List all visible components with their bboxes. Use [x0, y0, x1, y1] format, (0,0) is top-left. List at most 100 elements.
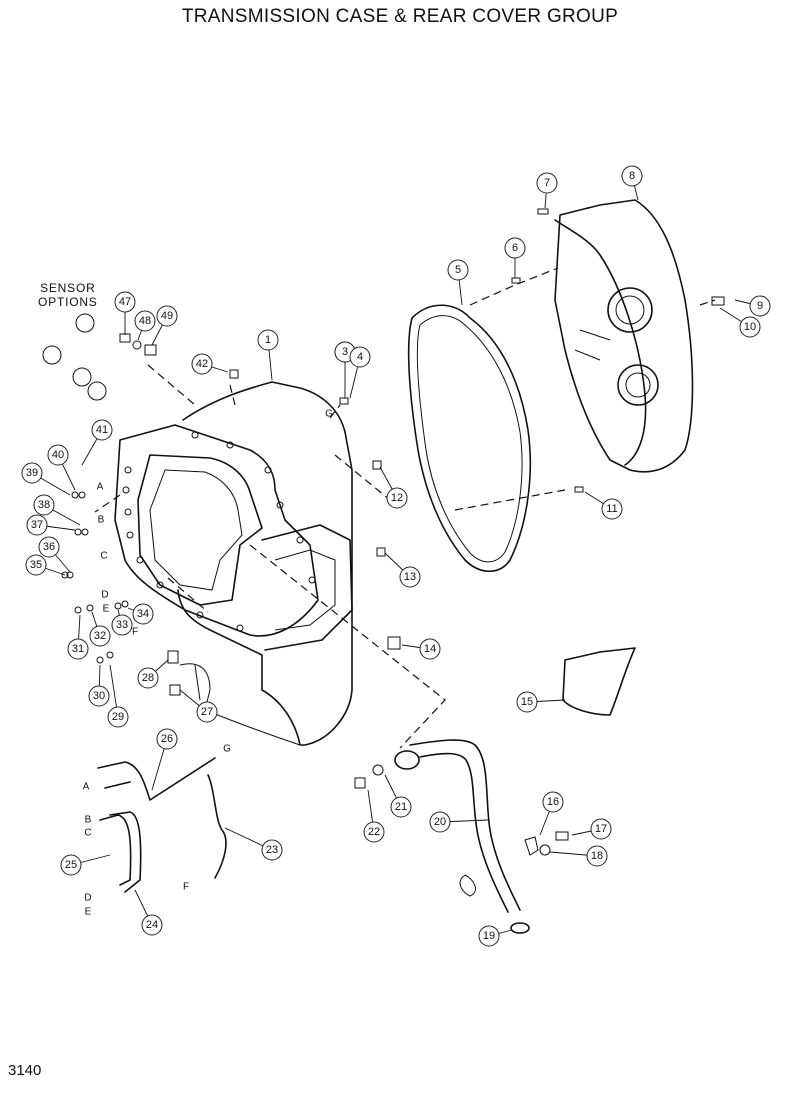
sensor-label-line-2: OPTIONS	[38, 295, 98, 309]
lube-tubes	[97, 757, 227, 893]
sensor-options-label: SENSOR OPTIONS	[38, 281, 98, 309]
callout-number-40: 40	[52, 449, 64, 461]
callout-circle-8	[621, 165, 643, 187]
port-letter-g-2: G	[223, 744, 231, 755]
callout-circle-33	[111, 614, 133, 636]
callout-circle-36	[38, 536, 60, 558]
callout-circle-24	[141, 914, 163, 936]
callout-20: 20	[429, 811, 489, 833]
callout-11: 11	[584, 491, 623, 520]
port-letter-a-1: A	[97, 482, 104, 493]
assembly-lines	[94, 267, 716, 749]
callout-circle-25	[60, 854, 82, 876]
port-letter-d-2: D	[84, 893, 91, 904]
callout-circle-37	[26, 514, 48, 536]
port-letter-c-1: C	[100, 551, 107, 562]
callout-number-3: 3	[342, 346, 348, 358]
callout-number-39: 39	[26, 467, 38, 479]
callout-number-32: 32	[94, 630, 106, 642]
callout-37: 37	[26, 514, 76, 536]
callout-16: 16	[539, 791, 564, 836]
callout-number-20: 20	[434, 816, 446, 828]
callout-number-42: 42	[196, 358, 208, 370]
callout-24: 24	[134, 889, 163, 936]
callout-circle-20	[429, 811, 451, 833]
callout-8: 8	[621, 165, 643, 201]
callout-circle-47	[114, 291, 136, 313]
small-parts	[61, 208, 725, 856]
callout-number-16: 16	[547, 796, 559, 808]
port-letter-f-1: F	[132, 627, 138, 638]
callout-circle-10	[739, 316, 761, 338]
callout-circle-23	[261, 839, 283, 861]
transmission-case	[114, 381, 353, 746]
callout-36: 36	[38, 536, 71, 573]
callout-number-28: 28	[142, 672, 154, 684]
callout-number-5: 5	[455, 264, 461, 276]
callout-number-38: 38	[38, 499, 50, 511]
callout-circle-12	[386, 487, 408, 509]
callout-17: 17	[571, 818, 612, 840]
callout-39: 39	[21, 462, 71, 496]
callout-circle-30	[88, 685, 110, 707]
callout-number-14: 14	[424, 643, 436, 655]
callout-circle-26	[156, 728, 178, 750]
diagram-title: TRANSMISSION CASE & REAR COVER GROUP	[181, 6, 619, 27]
callout-9: 9	[734, 295, 771, 317]
callout-22: 22	[363, 789, 385, 843]
callout-33: 33	[111, 609, 133, 636]
sensor-label-line-1: SENSOR	[40, 281, 96, 295]
callout-circle-13	[399, 566, 421, 588]
port-letter-f-2: F	[183, 882, 189, 893]
callout-circle-1	[257, 329, 279, 351]
callout-21: 21	[384, 774, 412, 818]
callout-circle-18	[586, 845, 608, 867]
callout-number-41: 41	[96, 424, 108, 436]
callout-circle-31	[67, 638, 89, 660]
callout-circle-21	[390, 796, 412, 818]
callout-circle-32	[89, 625, 111, 647]
callout-number-13: 13	[404, 571, 416, 583]
callout-number-26: 26	[161, 733, 173, 745]
callout-number-11: 11	[606, 503, 617, 515]
callout-circle-48	[134, 310, 156, 332]
callout-12: 12	[379, 466, 408, 509]
sensor-option-circles	[42, 313, 107, 401]
callout-6: 6	[504, 237, 526, 278]
callout-circle-38	[33, 494, 55, 516]
callout-number-25: 25	[65, 859, 77, 871]
callout-number-1: 1	[265, 334, 271, 346]
callout-number-12: 12	[391, 492, 403, 504]
callout-13: 13	[384, 552, 421, 588]
callout-circle-17	[590, 818, 612, 840]
port-letter-c-2: C	[84, 828, 91, 839]
callout-number-27: 27	[201, 706, 213, 718]
page-number: 3140	[8, 1062, 42, 1079]
callout-10: 10	[719, 307, 761, 338]
port-letter-b-2: B	[85, 815, 92, 826]
callout-circle-4	[349, 346, 371, 368]
callout-number-35: 35	[30, 559, 42, 571]
callout-number-15: 15	[521, 696, 533, 708]
callout-circle-11	[601, 498, 623, 520]
callout-circle-40	[47, 444, 69, 466]
callout-5: 5	[447, 259, 469, 306]
callout-15: 15	[516, 691, 566, 713]
callout-circle-7	[536, 172, 558, 194]
callout-28: 28	[137, 659, 169, 689]
callout-circle-42	[191, 353, 213, 375]
callout-41: 41	[81, 419, 113, 466]
callout-circle-5	[447, 259, 469, 281]
port-letter-b-1: B	[98, 515, 105, 526]
callout-47: 47	[114, 291, 136, 335]
callout-number-48: 48	[139, 315, 151, 327]
callout-29: 29	[107, 664, 129, 728]
callout-14: 14	[401, 638, 441, 660]
callout-circle-34	[132, 603, 154, 625]
callout-number-10: 10	[744, 321, 756, 333]
callout-4: 4	[349, 346, 371, 399]
port-letter-g-1: G	[325, 409, 333, 420]
callout-circle-41	[91, 419, 113, 441]
callout-circle-14	[419, 638, 441, 660]
port-letter-d-1: D	[101, 590, 108, 601]
